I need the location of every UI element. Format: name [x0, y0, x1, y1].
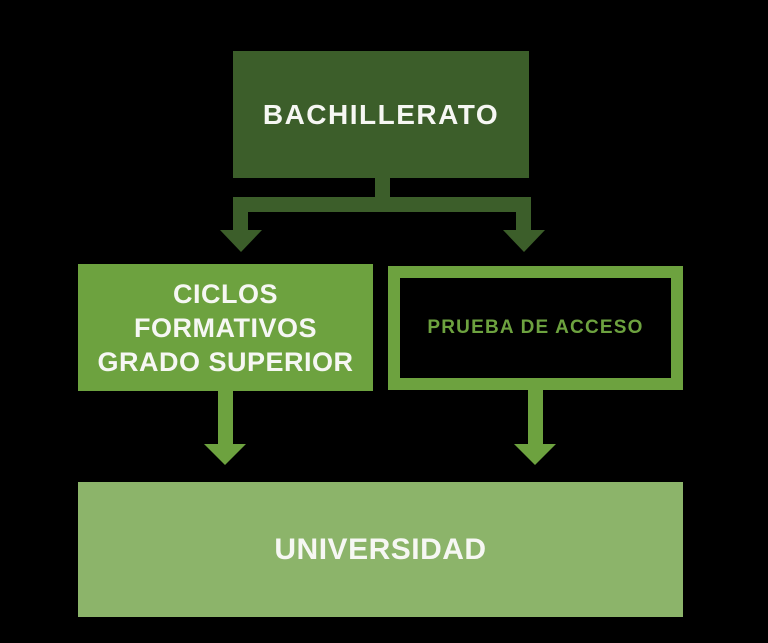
- connector-branch-bar: [233, 197, 531, 212]
- connector-stem-ciclos: [218, 390, 233, 445]
- ciclos-line-1: CICLOS: [172, 278, 278, 309]
- arrowhead-down-prueba-icon: [514, 444, 556, 465]
- ciclos-line-3: GRADO SUPERIOR: [97, 346, 354, 377]
- connector-drop-left: [233, 210, 248, 231]
- node-ciclos-formativos-label: CICLOS FORMATIVOS GRADO SUPERIOR: [97, 277, 353, 379]
- node-universidad: UNIVERSIDAD: [78, 482, 683, 617]
- node-bachillerato: BACHILLERATO: [233, 51, 529, 178]
- ciclos-line-2: FORMATIVOS: [134, 312, 317, 343]
- arrowhead-down-ciclos-icon: [204, 444, 246, 465]
- node-prueba-de-acceso-label: PRUEBA DE ACCESO: [427, 317, 644, 338]
- node-prueba-de-acceso: PRUEBA DE ACCESO: [388, 266, 683, 390]
- arrowhead-down-left-icon: [220, 230, 262, 252]
- connector-drop-right: [516, 210, 531, 231]
- node-bachillerato-label: BACHILLERATO: [262, 98, 500, 130]
- connector-stem-prueba: [528, 389, 543, 445]
- node-ciclos-formativos: CICLOS FORMATIVOS GRADO SUPERIOR: [78, 264, 373, 391]
- node-universidad-label: UNIVERSIDAD: [274, 532, 487, 566]
- arrowhead-down-right-icon: [503, 230, 545, 252]
